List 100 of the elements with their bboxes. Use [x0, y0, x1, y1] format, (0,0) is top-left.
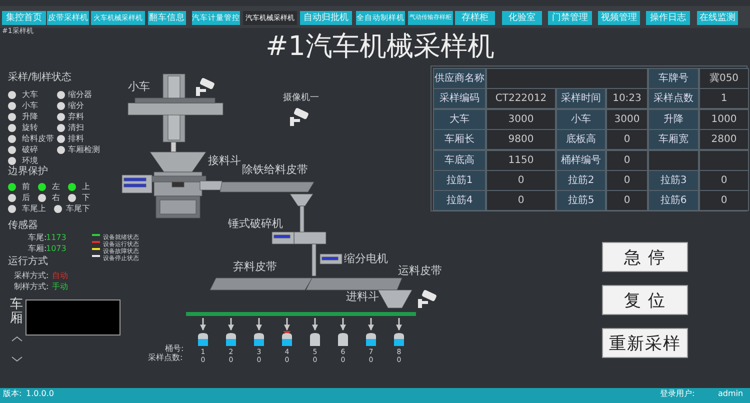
table-header-cell: 大车 — [433, 108, 486, 130]
diagram-title: #1汽车机械采样机 — [264, 30, 496, 64]
table-header-cell: 车底高 — [433, 150, 486, 171]
table-header-cell: 供应商名称 — [433, 68, 486, 89]
equipment-label: 进料斗 — [346, 290, 379, 303]
table-header-cell: 车牌号 — [648, 68, 699, 89]
table-value-cell: 0 — [606, 129, 648, 150]
sensor-value: 1173 — [46, 233, 66, 243]
mode-label: 采样方式: — [14, 271, 49, 281]
table-header-cell: 采样编码 — [433, 88, 486, 110]
status-label: 升降 — [22, 112, 38, 122]
arrow — [340, 318, 346, 331]
mode-value: 自动 — [52, 271, 68, 281]
resample-button: 重新采样 — [602, 328, 688, 358]
nav-tab: 视频管理 — [598, 11, 640, 25]
section-heading: 传感器 — [8, 220, 38, 232]
table-header-cell: 升降 — [648, 108, 699, 130]
nav-tab: 在线监测 — [697, 11, 738, 25]
status-label: 旋转 — [22, 123, 38, 133]
status-label: 弃料 — [68, 112, 84, 122]
nav-tab: 集控首页 — [2, 11, 46, 25]
nav-tab: 自动归批机 — [300, 11, 352, 25]
boundary-label: 前 — [22, 182, 30, 192]
table-value-cell: 9800 — [486, 129, 556, 150]
table-header-cell: 采样时间 — [556, 88, 606, 110]
equipment-label: 运料皮带 — [398, 264, 442, 277]
table-header-cell: 拉筋4 — [433, 190, 486, 212]
table-header-cell: 拉筋6 — [648, 190, 699, 212]
table-value-cell: 冀050 — [699, 68, 749, 89]
equipment-label: 接料斗 — [208, 154, 241, 167]
status-label: 破碎 — [22, 145, 38, 155]
arrow — [256, 318, 262, 331]
status-label: 清扫 — [68, 123, 84, 133]
status-text: 登录用户: — [660, 389, 695, 399]
status-label: 缩分 — [68, 101, 84, 111]
reset-button: 复 位 — [602, 285, 688, 315]
arrow — [200, 318, 206, 331]
table-value-cell: 0 — [699, 170, 749, 191]
row-label: 采样点数: — [148, 353, 183, 363]
table-header-cell: 桶样编号 — [556, 150, 606, 171]
row-label: 桶号: — [165, 344, 184, 353]
table-value-cell: 1000 — [699, 108, 749, 130]
boundary-label: 右 — [52, 193, 60, 203]
table-header-cell: 拉筋3 — [648, 170, 699, 191]
boundary-label: 车尾上 — [22, 204, 46, 214]
status-label: 大车 — [22, 90, 38, 100]
equipment-label: 缩分电机 — [344, 252, 388, 265]
status-text: admin — [718, 389, 744, 399]
arrow — [312, 318, 318, 331]
equipment-label: 小车 — [128, 80, 150, 93]
table-value-cell: 0 — [486, 170, 556, 191]
nav-tab: 化验室 — [502, 11, 542, 25]
table-header-cell: 底板高 — [556, 129, 606, 150]
nav-tab: 翻车信息 — [148, 11, 186, 25]
arrow — [228, 318, 234, 331]
table-header-cell: 小车 — [556, 108, 606, 130]
nav-tab: 存样柜 — [455, 11, 495, 25]
table-header-cell: 拉筋1 — [433, 170, 486, 191]
status-text: 版本: — [3, 389, 22, 399]
table-value-cell: 0 — [699, 190, 749, 212]
boundary-label: 车尾下 — [66, 204, 90, 214]
status-label: 给料皮带 — [22, 134, 54, 144]
equipment-label: 除铁给料皮带 — [242, 163, 308, 176]
table-value-cell: 10:23 — [606, 88, 648, 110]
section-heading: 边界保护 — [8, 166, 48, 178]
boundary-label: 左 — [52, 182, 60, 192]
status-label: 排料 — [68, 134, 84, 144]
table-header-cell: 车厢宽 — [648, 129, 699, 150]
equipment-label: 弃料皮带 — [233, 260, 277, 273]
equipment-label: 锤式破碎机 — [228, 217, 283, 230]
mode-value: 手动 — [52, 282, 68, 292]
table-header-cell: 拉筋2 — [556, 170, 606, 191]
mode-label: 制样方式: — [14, 282, 49, 292]
carriage-label: 车厢 — [10, 298, 23, 327]
table-header-cell: 拉筋5 — [556, 190, 606, 212]
section-heading: 采样/制样状态 — [8, 72, 72, 84]
status-label: 车厢检测 — [68, 145, 100, 155]
nav-tab: 操作日志 — [646, 11, 690, 25]
section-heading: 运行方式 — [8, 256, 48, 268]
nav-tab: 门禁管理 — [548, 11, 592, 25]
table-value-cell: 3000 — [486, 108, 556, 130]
table-header-cell: 车厢长 — [433, 129, 486, 150]
table-value-cell: 3000 — [606, 108, 648, 130]
boundary-label: 上 — [82, 182, 90, 192]
table-value-cell: 0 — [606, 150, 648, 171]
table-value-cell: 1 — [699, 88, 749, 110]
table-value-cell: 2800 — [699, 129, 749, 150]
display-screen — [26, 300, 120, 336]
boundary-label: 后 — [22, 193, 30, 203]
table-value-cell: CT222012 — [486, 88, 556, 110]
status-label: 环境 — [22, 156, 38, 166]
sensor-value: 1073 — [46, 244, 66, 254]
equipment-label: 摄像机一 — [283, 93, 319, 104]
table-value-cell: 0 — [606, 170, 648, 191]
status-text: 1.0.0.0 — [26, 389, 54, 399]
sensor-label: 车尾: — [28, 233, 47, 243]
status-label: 缩分器 — [68, 90, 92, 100]
status-label: 小车 — [22, 101, 38, 111]
arrow — [284, 318, 290, 331]
table-value-cell: 0 — [486, 190, 556, 212]
